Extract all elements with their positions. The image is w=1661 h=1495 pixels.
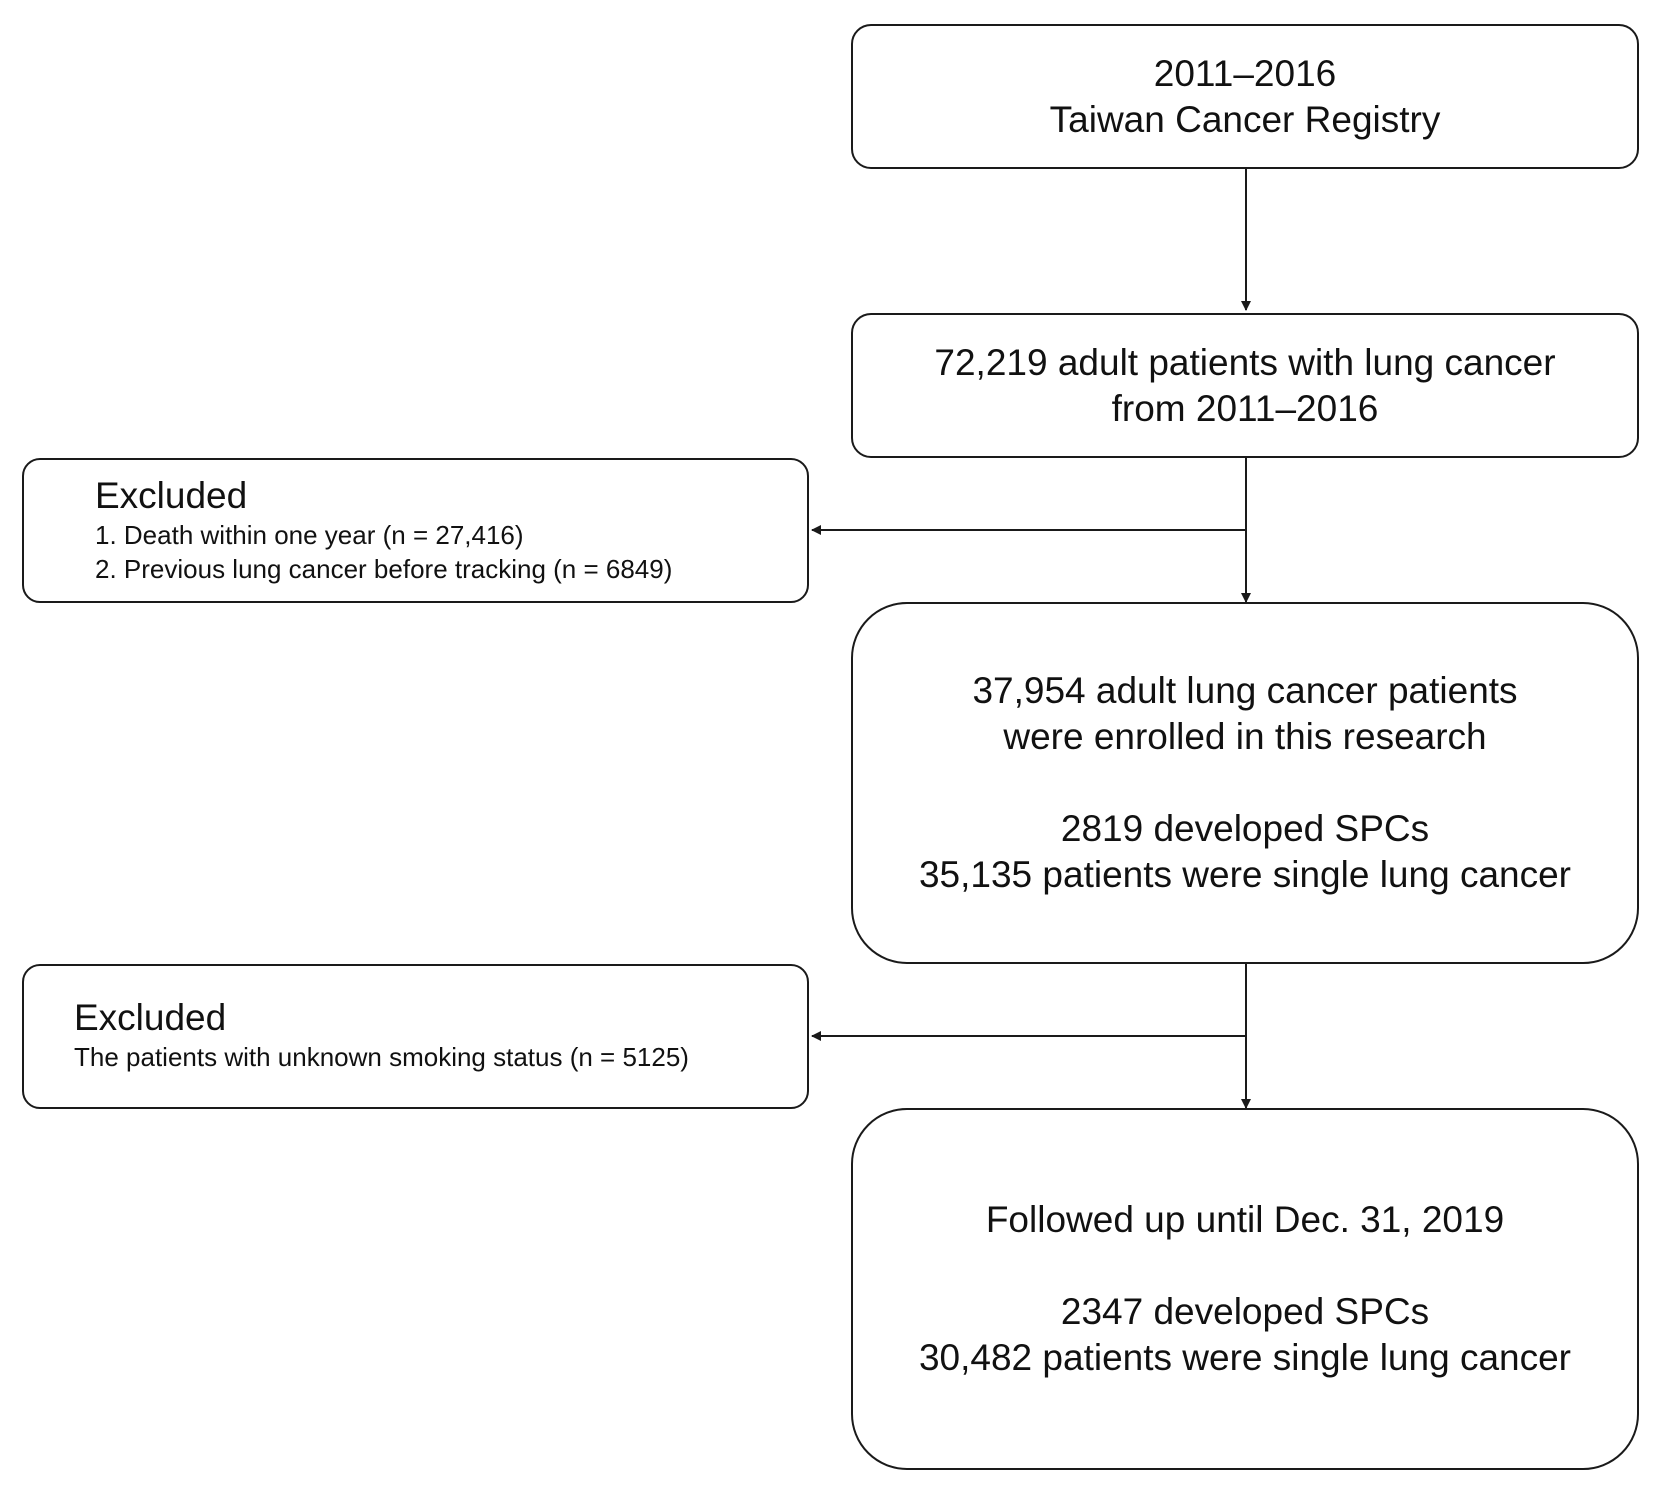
exclusion-box-2: Excluded The patients with unknown smoki…	[22, 964, 809, 1109]
registry-box: 2011–2016 Taiwan Cancer Registry	[851, 24, 1639, 169]
enrolled-single-count: 35,135 patients were single lung cancer	[918, 854, 1572, 895]
exclusion-1-item: 1. Death within one year (n = 27,416)	[95, 520, 524, 550]
adult-patients-period: from 2011–2016	[1111, 387, 1379, 429]
adult-patients-box: 72,219 adult patients with lung cancer f…	[851, 313, 1639, 458]
registry-years: 2011–2016	[1153, 52, 1337, 94]
followup-date: Followed up until Dec. 31, 2019	[985, 1199, 1505, 1240]
exclusion-1-title: Excluded	[95, 475, 248, 516]
followup-box: Followed up until Dec. 31, 2019 2347 dev…	[851, 1108, 1639, 1470]
enrolled-description: were enrolled in this research	[1003, 716, 1487, 757]
exclusion-1-item: 2. Previous lung cancer before tracking …	[95, 554, 673, 584]
exclusion-2-title: Excluded	[74, 997, 227, 1038]
exclusion-box-1: Excluded 1. Death within one year (n = 2…	[22, 458, 809, 603]
enrolled-box: 37,954 adult lung cancer patients were e…	[851, 602, 1639, 964]
followup-spc-count: 2347 developed SPCs	[1060, 1291, 1430, 1332]
followup-single-count: 30,482 patients were single lung cancer	[918, 1337, 1572, 1378]
exclusion-2-item: The patients with unknown smoking status…	[74, 1042, 689, 1072]
adult-patients-count: 72,219 adult patients with lung cancer	[934, 341, 1556, 383]
registry-name: Taiwan Cancer Registry	[1049, 98, 1441, 140]
enrolled-spc-count: 2819 developed SPCs	[1060, 808, 1430, 849]
enrolled-count: 37,954 adult lung cancer patients	[972, 670, 1518, 711]
